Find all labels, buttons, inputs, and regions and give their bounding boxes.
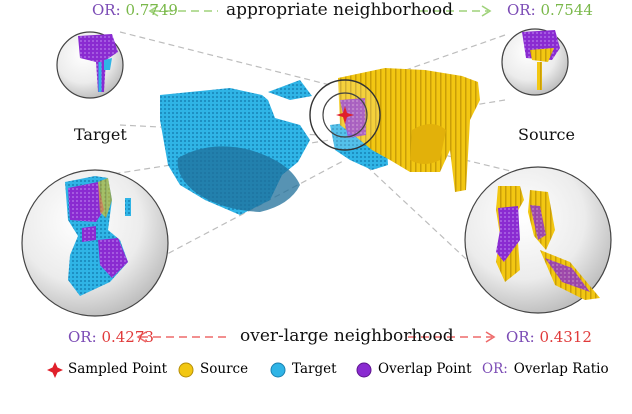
top-title: appropriate neighborhood [226,0,453,20]
legend-sampled-point: Sampled Point [68,361,168,377]
sphere-top-right [501,28,569,96]
or-value: 0.4273 [101,328,154,346]
target-point-cloud [160,80,388,215]
or-prefix: OR: [68,328,97,346]
source-side-label: Source [518,125,575,144]
bottom-left-or: OR: 0.4273 [68,330,154,345]
legend-target: Target [292,361,337,377]
sphere-top-left [56,31,124,99]
or-prefix: OR: [507,1,536,19]
or-prefix: OR: [92,1,121,19]
center-overlap [340,98,366,138]
bottom-title: over-large neighborhood [240,326,454,346]
or-prefix: OR: [506,328,535,346]
overlap-dot-icon [356,362,372,378]
source-dot-icon [178,362,194,378]
target-side-label: Target [74,125,127,144]
sphere-bottom-right [464,166,612,314]
or-value: 0.7544 [540,1,593,19]
legend-source: Source [200,361,249,377]
overlap-ratio-label: Overlap Ratio [513,361,609,377]
center-neighborhood-inner [322,92,368,138]
bottom-arrows [136,331,496,343]
or-value: 0.4312 [539,328,592,346]
center-sampled-point-icon [336,106,354,124]
source-point-cloud [338,68,480,192]
target-dot-icon [270,362,286,378]
top-left-or: OR: 0.7749 [92,3,178,18]
sampled-point-icon [47,362,63,378]
legend-overlap-ratio: OR: Overlap Ratio [482,358,609,380]
legend-overlap-point: Overlap Point [378,361,472,377]
sphere-bottom-left [21,169,169,317]
bottom-right-or: OR: 0.4312 [506,330,592,345]
top-arrows [148,5,492,17]
or-value: 0.7749 [125,1,178,19]
top-right-or: OR: 0.7544 [507,3,593,18]
or-prefix: OR: [482,361,508,377]
